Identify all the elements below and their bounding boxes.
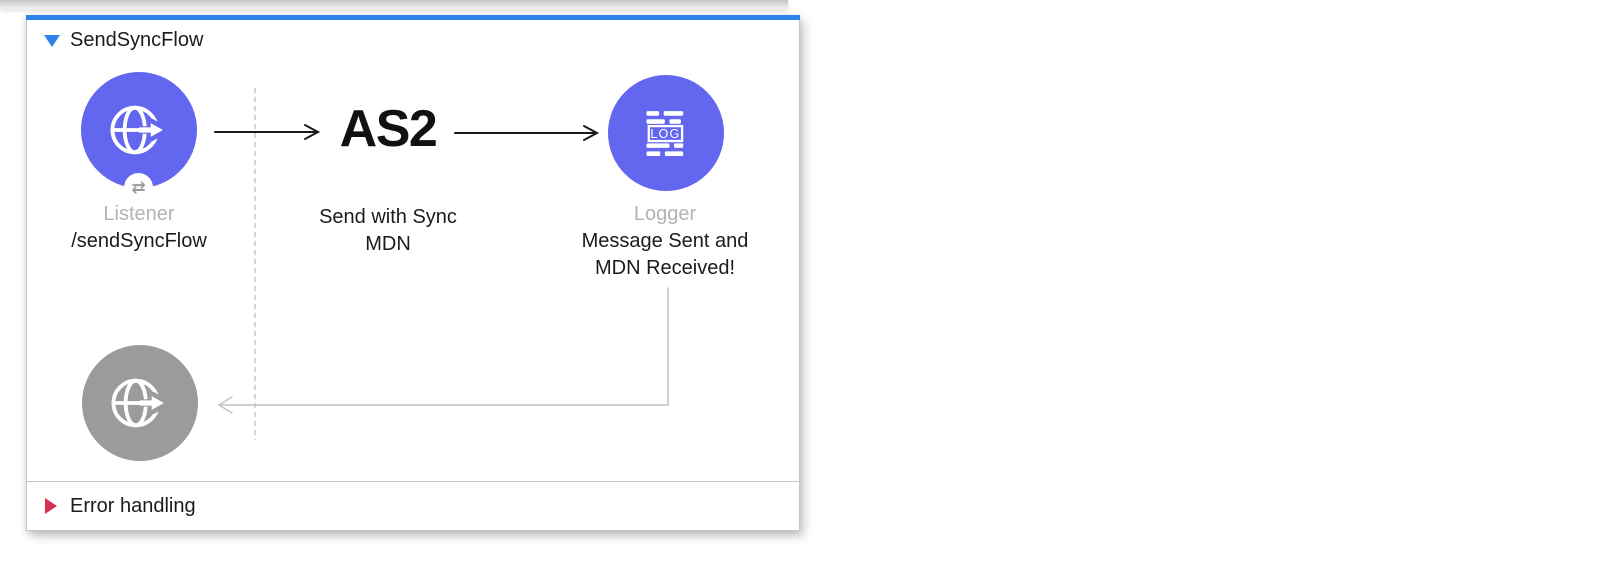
as2-caption-line1: Send with Sync	[319, 206, 457, 228]
sync-exchange-badge: ⇄	[124, 173, 153, 202]
flow-selected-accent-bar	[26, 15, 800, 20]
flow-canvas: ⇄ Listener /sendSyncFlow AS2 Send with S…	[27, 16, 799, 482]
logger-caption-line2: MDN Received!	[594, 257, 736, 279]
expand-triangle-icon[interactable]	[45, 498, 57, 514]
logger-caption-line1: Message Sent and	[581, 230, 749, 252]
error-handling-section[interactable]: Error handling	[27, 481, 799, 530]
logger-labels: Logger Message Sent and MDN Received!	[555, 201, 775, 282]
flow-title: SendSyncFlow	[70, 29, 204, 51]
logger-type-label: Logger	[633, 203, 697, 225]
listener-node[interactable]: ⇄	[81, 72, 197, 202]
listener-caption: /sendSyncFlow	[71, 230, 207, 252]
log-icon: LOG	[646, 111, 684, 156]
globe-arrow-icon	[110, 105, 169, 155]
as2-labels: Send with Sync MDN	[288, 204, 488, 258]
listener-labels: Listener /sendSyncFlow	[29, 201, 249, 255]
flow-header: SendSyncFlow	[44, 29, 203, 52]
upper-panel-edge	[0, 0, 788, 9]
listener-response-node[interactable]	[82, 345, 198, 461]
listener-type-label: Listener	[103, 203, 175, 225]
as2-caption-line2: MDN	[365, 233, 411, 255]
exchange-arrows-icon: ⇄	[131, 177, 146, 198]
log-icon-text: LOG	[650, 127, 680, 141]
collapse-triangle-icon[interactable]	[44, 34, 60, 47]
globe-arrow-icon	[111, 378, 170, 428]
connector-listener-to-as2	[214, 124, 321, 140]
connector-return-to-response	[217, 287, 669, 414]
as2-send-node[interactable]: AS2	[339, 100, 438, 158]
error-handling-label: Error handling	[70, 494, 196, 517]
flow-container-sendsyncflow: SendSyncFlow	[26, 15, 800, 531]
flow-connectors	[214, 88, 669, 440]
logger-node[interactable]: LOG	[608, 75, 724, 191]
connector-as2-to-logger	[454, 125, 600, 141]
